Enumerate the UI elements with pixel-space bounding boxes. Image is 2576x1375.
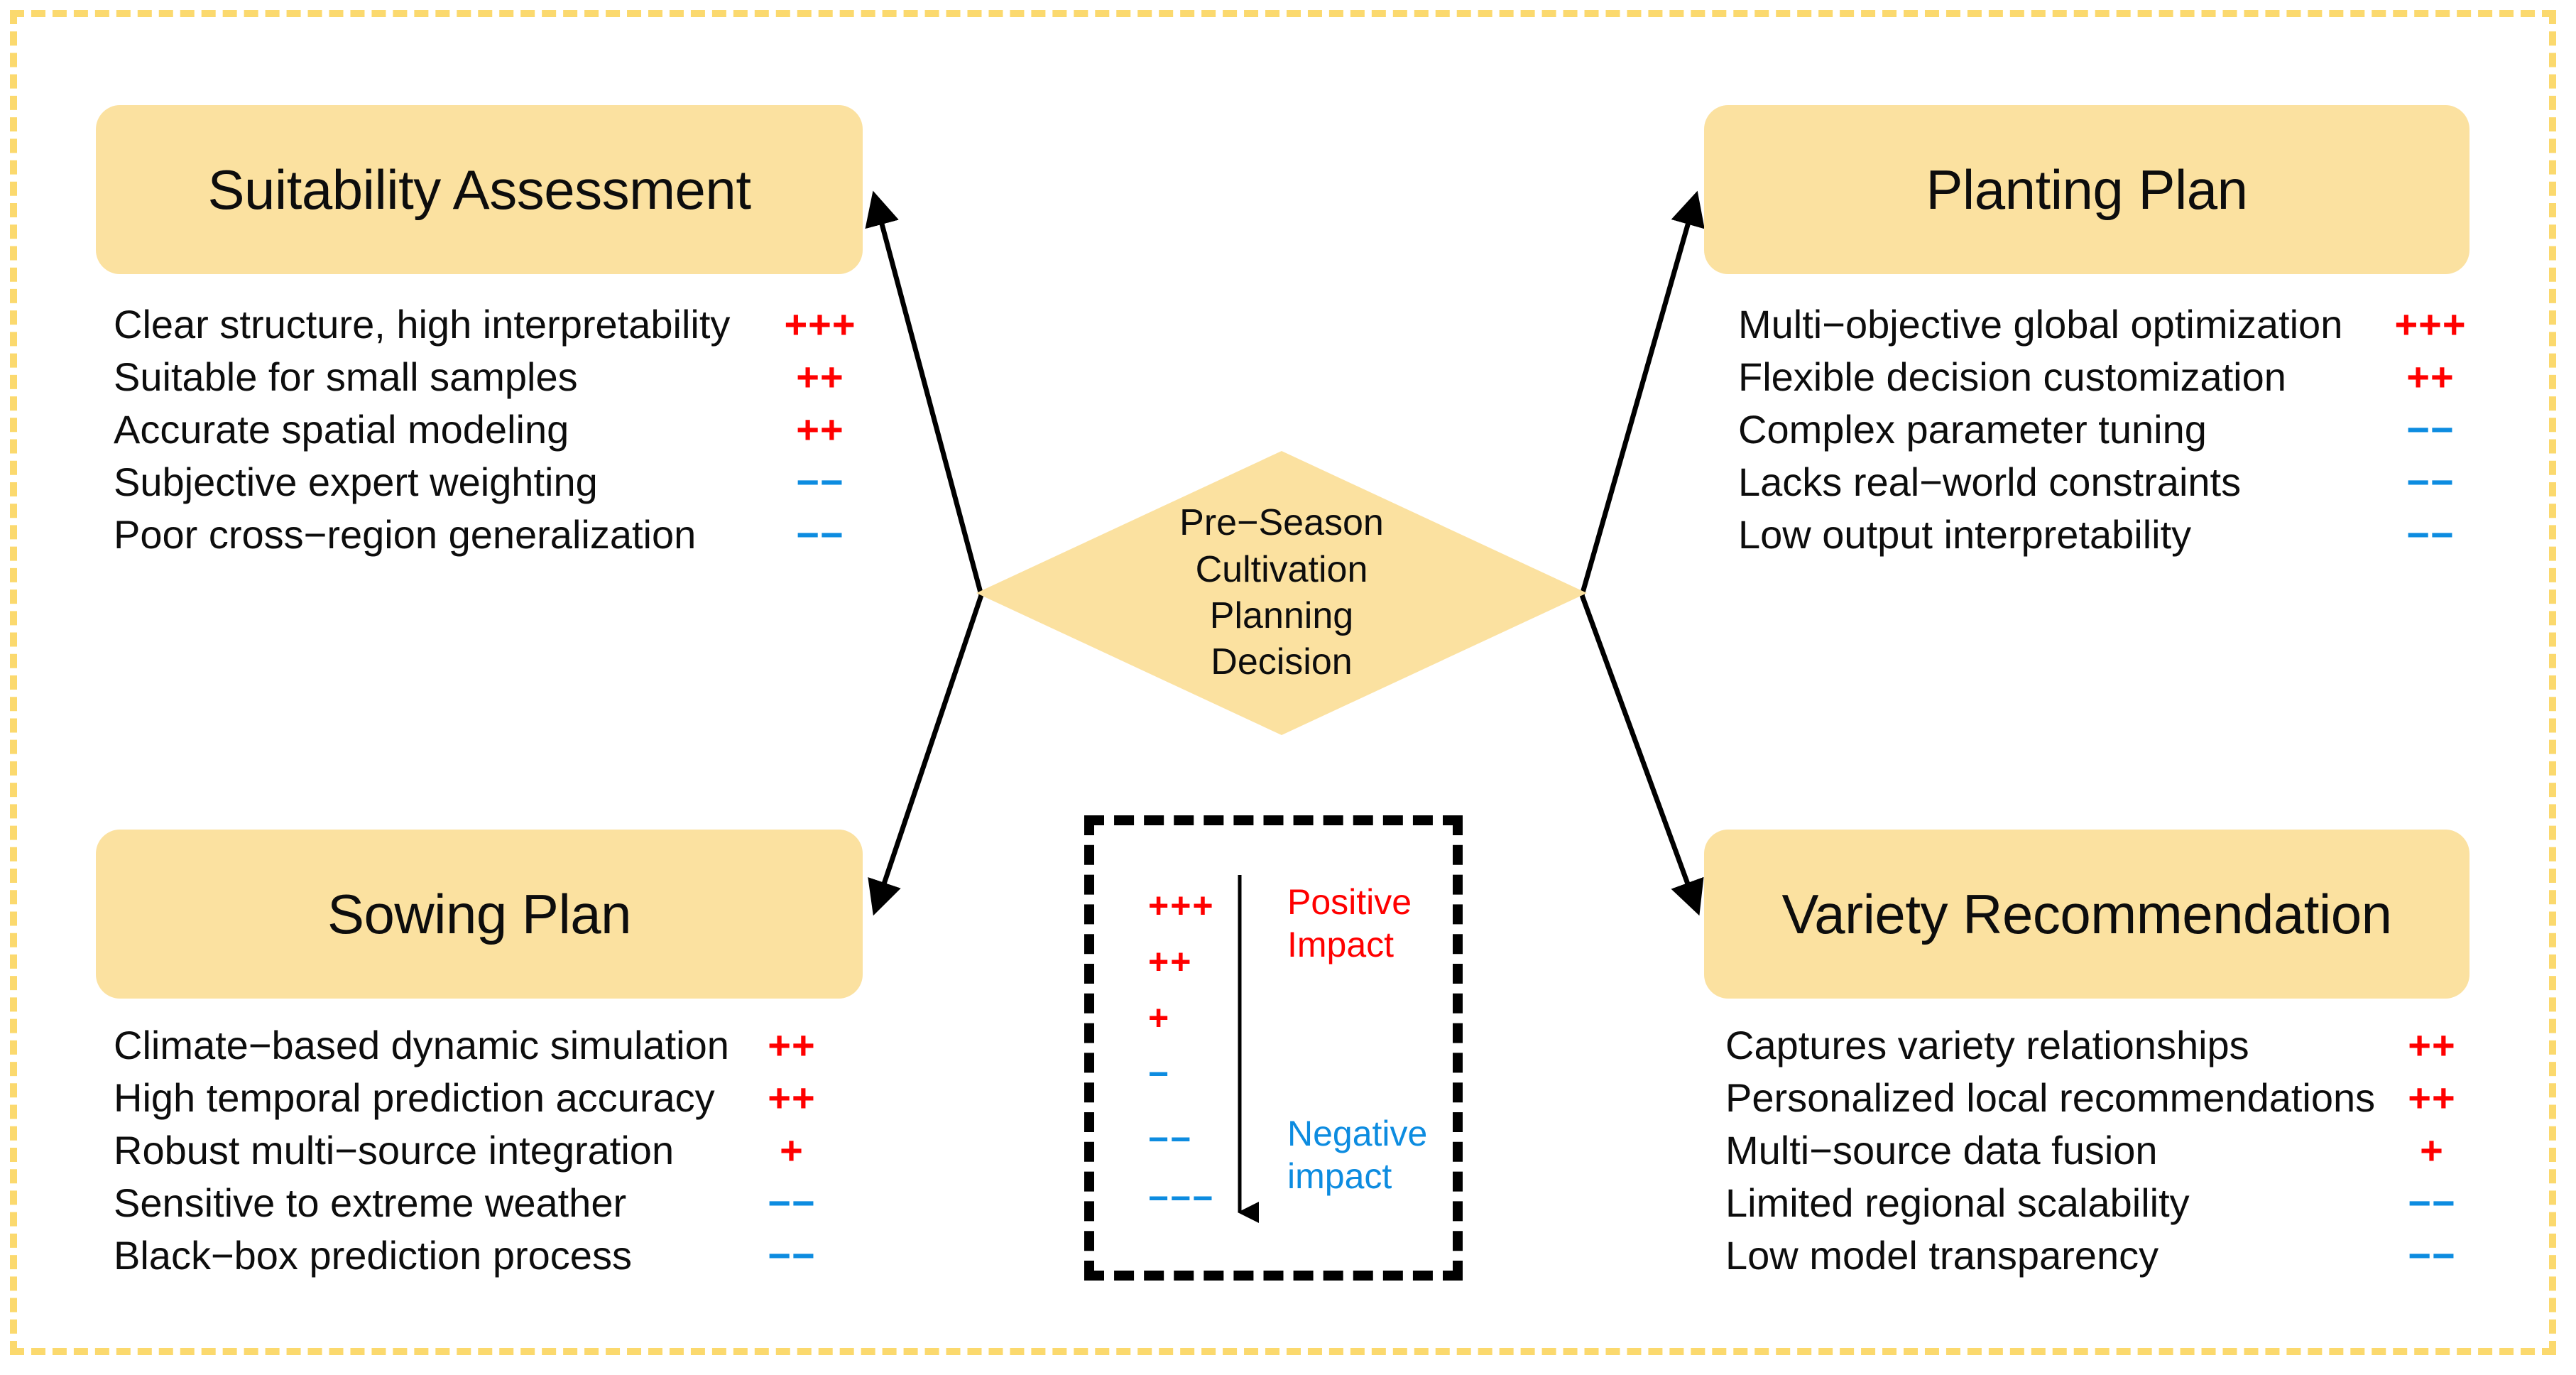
feature-row: Suitable for small samples ++ [114,351,866,403]
feature-label: Accurate spatial modeling [114,407,569,452]
diamond-line: Cultivation [1195,548,1368,590]
feature-row: Accurate spatial modeling ++ [114,403,866,456]
feature-label: Flexible decision customization [1738,354,2286,399]
diamond-line: Decision [1211,641,1353,683]
feature-list-sowing-plan: Climate−based dynamic simulation ++ High… [114,1019,838,1282]
feature-label: Low model transparency [1725,1233,2159,1278]
feature-label: Poor cross−region generalization [114,512,697,557]
feature-row: Captures variety relationships ++ [1725,1019,2478,1072]
feature-label: Subjective expert weighting [114,460,598,504]
feature-list-planting-plan: Multi−objective global optimization +++ … [1738,298,2477,561]
feature-mark: +++ [784,302,856,347]
feature-row: Multi−objective global optimization +++ [1738,298,2477,351]
feature-row: Low output interpretability −− [1738,509,2477,561]
feature-mark: −− [796,460,844,504]
node-title-suitability-assessment: Suitability Assessment [207,158,751,221]
feature-label: Complex parameter tuning [1738,407,2207,452]
feature-label: Low output interpretability [1738,512,2192,557]
legend-mark-minus1: − [1148,1054,1171,1094]
feature-row: Limited regional scalability −− [1725,1177,2478,1229]
legend-mark-plus1: + [1148,998,1171,1038]
feature-mark: −− [2406,512,2455,557]
feature-row: High temporal prediction accuracy ++ [114,1072,838,1124]
feature-label: Limited regional scalability [1725,1180,2190,1225]
legend-label-negative: Negative impact [1287,1114,1428,1196]
feature-mark: +++ [2394,302,2467,347]
feature-row: Sensitive to extreme weather −− [114,1177,838,1229]
feature-row: Poor cross−region generalization −− [114,509,866,561]
feature-mark: + [780,1128,804,1173]
node-planting-plan[interactable]: Planting Plan [1704,105,2469,274]
legend-mark-minus3: −−− [1148,1178,1215,1218]
feature-row: Subjective expert weighting −− [114,456,866,509]
feature-row: Climate−based dynamic simulation ++ [114,1019,838,1072]
legend-gradient-arrow [1238,875,1260,1223]
feature-mark: −− [2408,1233,2456,1278]
feature-mark: ++ [768,1075,816,1120]
feature-label: High temporal prediction accuracy [114,1075,715,1120]
feature-row: Multi−source data fusion + [1725,1124,2478,1177]
arrow-to-planting-plan [1579,190,1705,596]
legend-label-positive: Positive Impact [1287,882,1412,964]
feature-row: Robust multi−source integration + [114,1124,838,1177]
feature-label: Suitable for small samples [114,354,578,399]
feature-row: Complex parameter tuning −− [1738,403,2477,456]
feature-mark: ++ [2408,1075,2456,1120]
feature-label: Clear structure, high interpretability [114,302,731,347]
feature-label: Personalized local recommendations [1725,1075,2376,1120]
feature-mark: ++ [796,407,844,452]
feature-mark: ++ [768,1023,816,1067]
node-title-sowing-plan: Sowing Plan [327,883,632,945]
feature-mark: −− [2406,407,2455,452]
node-suitability-assessment[interactable]: Suitability Assessment [96,105,863,274]
arrow-to-sowing-plan [868,594,984,916]
feature-label: Sensitive to extreme weather [114,1180,627,1225]
diamond-text-block: Pre−Season Cultivation Planning Decision [976,451,1587,735]
feature-label: Lacks real−world constraints [1738,460,2242,504]
feature-mark: −− [768,1233,816,1278]
node-sowing-plan[interactable]: Sowing Plan [96,830,863,999]
feature-row: Low model transparency −− [1725,1229,2478,1282]
feature-mark: ++ [2408,1023,2456,1067]
node-central-decision[interactable]: Pre−Season Cultivation Planning Decision [976,451,1587,735]
feature-label: Captures variety relationships [1725,1023,2249,1067]
feature-mark: −− [796,512,844,557]
feature-row: Black−box prediction process −− [114,1229,838,1282]
diamond-line: Pre−Season [1179,502,1384,544]
feature-row: Flexible decision customization ++ [1738,351,2477,403]
legend-mark-minus2: −− [1148,1119,1193,1159]
feature-list-variety-recommendation: Captures variety relationships ++ Person… [1725,1019,2478,1282]
arrow-to-suitability-assessment [865,190,984,596]
diamond-line: Planning [1209,595,1354,636]
feature-row: Lacks real−world constraints −− [1738,456,2477,509]
arrow-to-variety-recommendation [1579,594,1704,916]
feature-label: Climate−based dynamic simulation [114,1023,729,1067]
feature-label: Multi−objective global optimization [1738,302,2343,347]
feature-label: Robust multi−source integration [114,1128,675,1173]
feature-label: Multi−source data fusion [1725,1128,2158,1173]
feature-label: Black−box prediction process [114,1233,632,1278]
feature-mark: −− [2408,1180,2456,1225]
feature-row: Clear structure, high interpretability +… [114,298,866,351]
legend-mark-plus3: +++ [1148,886,1215,925]
feature-mark: −− [768,1180,816,1225]
feature-mark: −− [2406,460,2455,504]
feature-list-suitability-assessment: Clear structure, high interpretability +… [114,298,866,561]
feature-row: Personalized local recommendations ++ [1725,1072,2478,1124]
legend-panel: +++ ++ + − −− −−− Positive Impact Negati… [1084,815,1463,1281]
feature-mark: ++ [2406,354,2455,399]
node-title-planting-plan: Planting Plan [1926,158,2248,221]
feature-mark: ++ [796,354,844,399]
legend-mark-plus2: ++ [1148,942,1193,982]
node-title-variety-recommendation: Variety Recommendation [1781,883,2392,945]
node-variety-recommendation[interactable]: Variety Recommendation [1704,830,2469,999]
feature-mark: + [2420,1128,2444,1173]
